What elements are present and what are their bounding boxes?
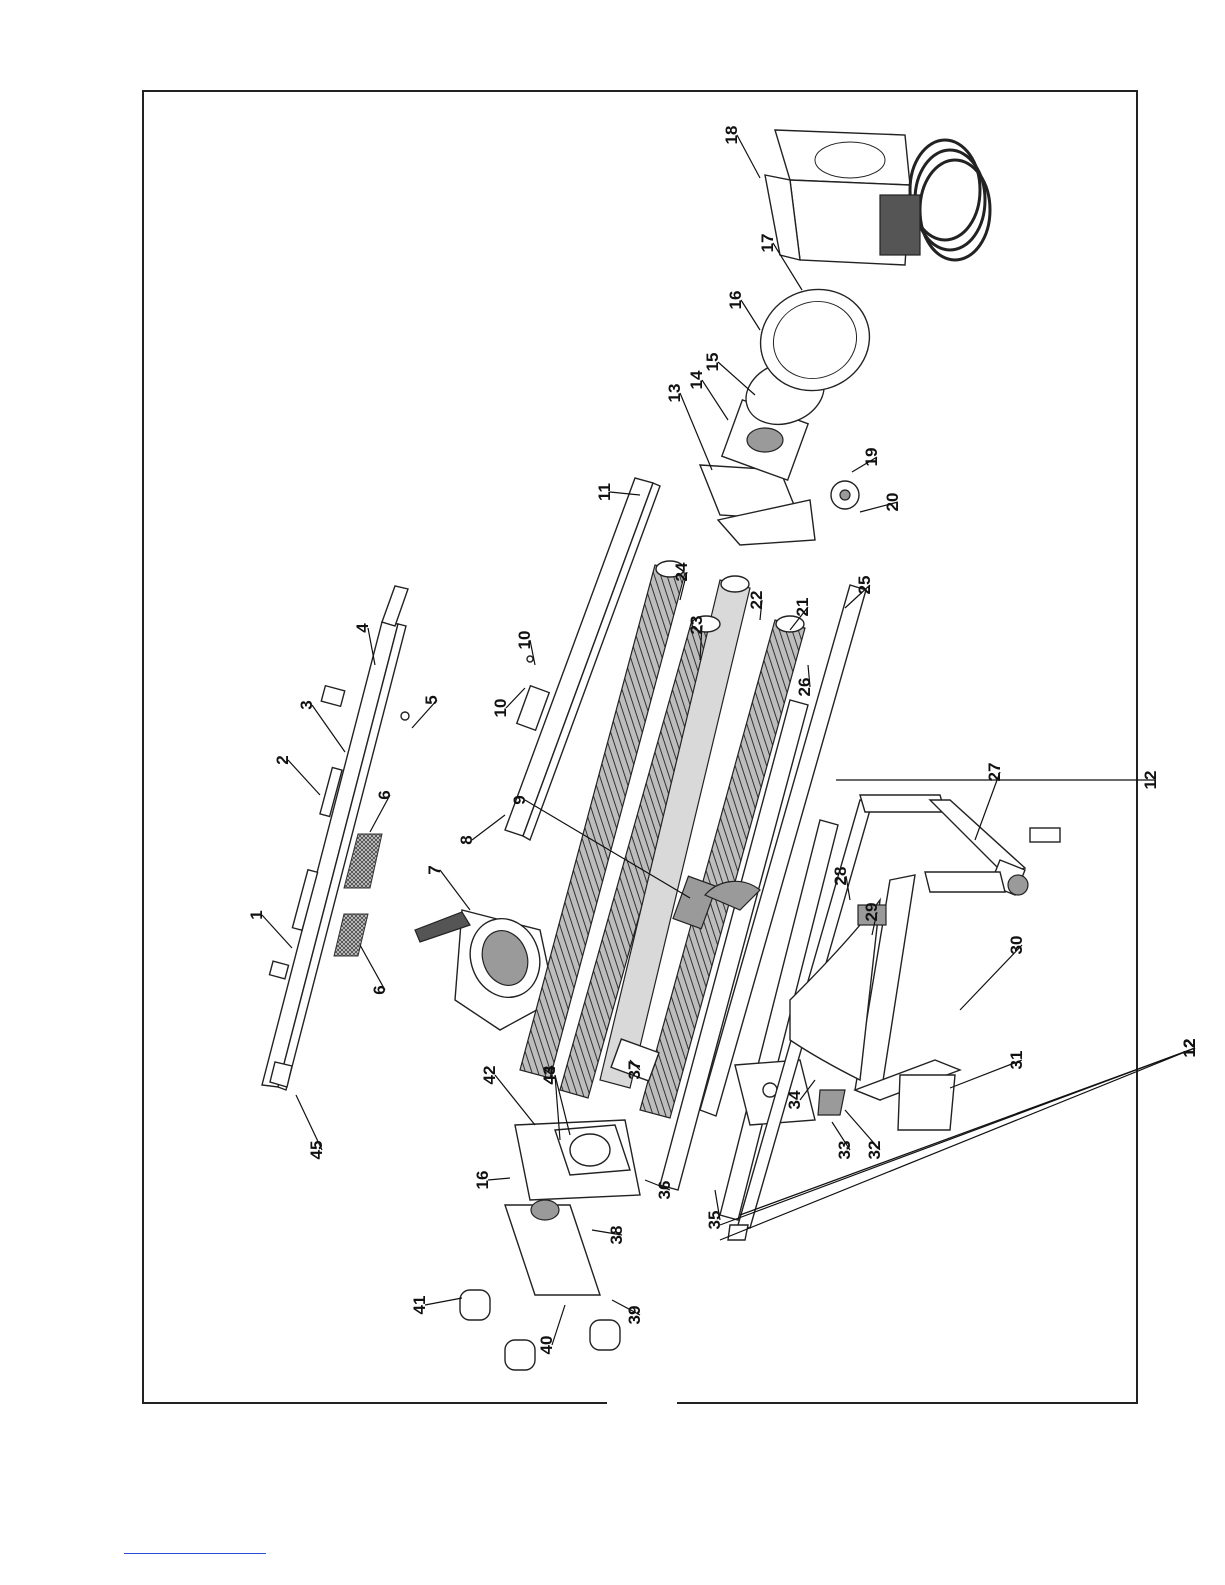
knob-shaft-part	[1030, 828, 1060, 842]
callout-label: 29	[862, 903, 881, 922]
callout-label: 22	[747, 591, 766, 610]
drive-assembly	[700, 274, 884, 545]
callout-label: 41	[410, 1296, 429, 1315]
bore-part	[747, 428, 783, 452]
callout-label: 19	[862, 448, 881, 467]
callout-label: 1	[247, 910, 266, 919]
leader-line	[472, 815, 505, 840]
callout-label: 10	[515, 631, 534, 650]
callout-label: 10	[491, 699, 510, 718]
callout-label: 24	[672, 562, 691, 581]
callout-label: 28	[831, 867, 850, 886]
callout-label: 32	[865, 1141, 884, 1160]
pump-part	[880, 195, 920, 255]
cap-part	[590, 1320, 620, 1350]
callout-label: 33	[835, 1141, 854, 1160]
callout-label: 7	[425, 865, 444, 874]
callout-label: 17	[758, 234, 777, 253]
panel-end-part	[382, 586, 408, 626]
fastener-part	[401, 712, 409, 720]
callout-label: 15	[703, 353, 722, 372]
callout-label: 14	[687, 370, 706, 389]
callout-label: 30	[1007, 936, 1026, 955]
valve-part	[818, 1090, 845, 1115]
leader-line	[288, 760, 320, 795]
callout-label: 3	[297, 700, 316, 709]
leader-line	[718, 362, 755, 395]
housing-assembly-18	[765, 130, 990, 265]
callout-label: 36	[655, 1181, 674, 1200]
mount-bore-part	[570, 1134, 610, 1166]
callout-label: 45	[307, 1141, 326, 1160]
frame-part	[925, 872, 1005, 892]
motor-face-part	[531, 1200, 559, 1220]
leader-line	[440, 870, 470, 910]
bracket-part	[321, 686, 344, 707]
box-part	[898, 1075, 955, 1130]
bracket-part	[269, 961, 288, 979]
leader-line	[360, 945, 385, 990]
callout-label: 42	[480, 1066, 499, 1085]
cap-part	[505, 1340, 535, 1370]
callout-label: 12	[1180, 1039, 1199, 1058]
callout-label: 2	[273, 755, 292, 764]
frame-part	[860, 795, 945, 812]
fastener-part	[527, 656, 533, 662]
callout-label: 5	[422, 695, 441, 704]
callout-label: 20	[883, 493, 902, 512]
callout-label: 27	[985, 763, 1004, 782]
leader-line	[262, 915, 292, 948]
callout-label: 9	[510, 795, 529, 804]
gear-hub-part	[840, 490, 850, 500]
callout-label: 38	[607, 1226, 626, 1245]
callout-label: 25	[855, 576, 874, 595]
callout-label: 12	[1141, 771, 1160, 790]
callout-label: 34	[785, 1090, 804, 1109]
leader-line	[495, 1075, 535, 1125]
knob-part	[1008, 875, 1028, 895]
callout-label: 35	[705, 1211, 724, 1230]
callout-label: 8	[457, 835, 476, 844]
callout-label: 4	[353, 623, 372, 633]
callout-label: 16	[726, 291, 745, 310]
cap-part	[460, 1290, 490, 1320]
callout-label: 6	[370, 985, 389, 994]
callout-label: 37	[625, 1061, 644, 1080]
leader-line	[312, 705, 345, 752]
callout-label: 11	[595, 483, 614, 501]
housing-bore-part	[815, 142, 885, 178]
callout-label: 31	[1007, 1051, 1026, 1070]
callout-label: 13	[665, 384, 684, 403]
callout-label: 44	[540, 1065, 559, 1084]
roller-end-part	[721, 576, 749, 592]
callout-label: 16	[473, 1171, 492, 1190]
end-plate-assembly-7	[415, 909, 555, 1030]
footer-link-underline[interactable]	[124, 1553, 266, 1554]
coil-part	[920, 160, 990, 260]
leader-line	[680, 393, 712, 470]
callout-label: 6	[375, 790, 394, 799]
callout-label: 18	[722, 126, 741, 145]
leader-lines	[262, 135, 1195, 1345]
callout-label: 21	[793, 598, 812, 617]
callout-label: 40	[537, 1336, 556, 1355]
callout-labels: 1234566789101011121212121314151616171819…	[247, 126, 1199, 1355]
top-panel-assembly	[262, 586, 409, 1090]
callout-label: 23	[687, 616, 706, 635]
callout-label: 39	[625, 1306, 644, 1325]
leader-line	[425, 1298, 462, 1305]
callout-label: 26	[795, 678, 814, 697]
